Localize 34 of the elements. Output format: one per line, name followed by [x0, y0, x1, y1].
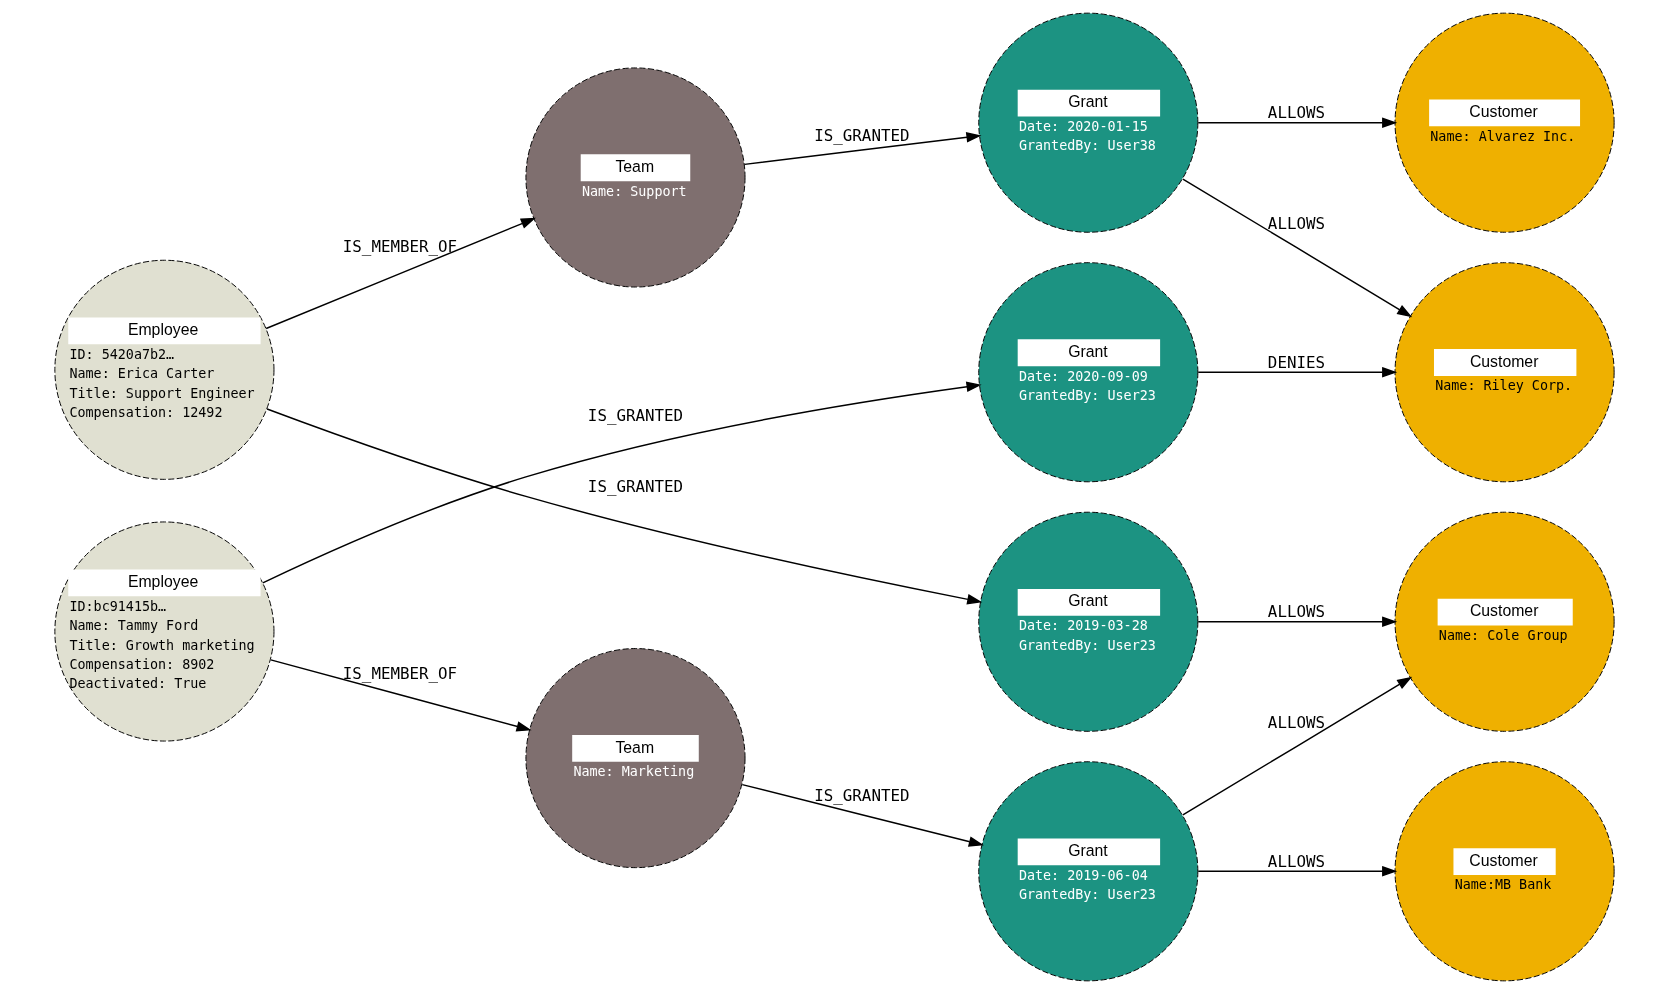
arrow [264, 217, 536, 330]
edge-label: IS_GRANTED [587, 406, 683, 426]
arrow [1197, 866, 1397, 877]
node-circle: Team Name: Marketing [524, 648, 745, 869]
arrow [261, 381, 982, 584]
edge-label: IS_GRANTED [813, 126, 909, 146]
edge-label: ALLOWS [1267, 214, 1325, 234]
node-circle: Grant Date: 2019-03-28 GrantedBy: User23 [977, 511, 1198, 732]
arrow [741, 783, 984, 847]
edge-label: ALLOWS [1267, 713, 1325, 733]
node-circle: Employee ID:bc91415b… Name: Tammy Ford Title: Growth marketing Compensation: 8902 Deactivated: True [53, 521, 274, 742]
edge-label: IS_GRANTED [587, 477, 683, 497]
node-circle: Team Name: Support [524, 67, 745, 288]
arrow [1197, 117, 1397, 128]
edge-label: ALLOWS [1267, 851, 1325, 871]
arrow [1197, 366, 1397, 378]
node-circle: Customer Name: Alvarez Inc. [1394, 12, 1615, 233]
node-circle: Customer Name:MB Bank [1394, 761, 1615, 982]
node-circle: Grant Date: 2019-06-04 GrantedBy: User23 [977, 761, 1198, 982]
arrow [743, 132, 981, 166]
edge-label: DENIES [1267, 352, 1325, 372]
edge-label: ALLOWS [1267, 103, 1325, 123]
arrow [265, 408, 982, 605]
edge-label: ALLOWS [1267, 602, 1325, 622]
node-circle: Grant Date: 2020-09-09 GrantedBy: User23 [977, 262, 1198, 483]
edge-label: IS_GRANTED [813, 786, 909, 806]
arrow [1181, 178, 1412, 318]
edge-label: IS_MEMBER_OF [342, 664, 457, 684]
arrow [269, 659, 532, 732]
arrow [1197, 616, 1397, 628]
node-circle: Employee ID: 5420a7b2… Name: Erica Carter Title: Support Engineer Compensation: 12492 [53, 259, 274, 480]
arrow [1181, 676, 1412, 816]
edge-label: IS_MEMBER_OF [342, 237, 457, 257]
node-circle: Grant Date: 2020-01-15 GrantedBy: User38 [977, 12, 1198, 233]
